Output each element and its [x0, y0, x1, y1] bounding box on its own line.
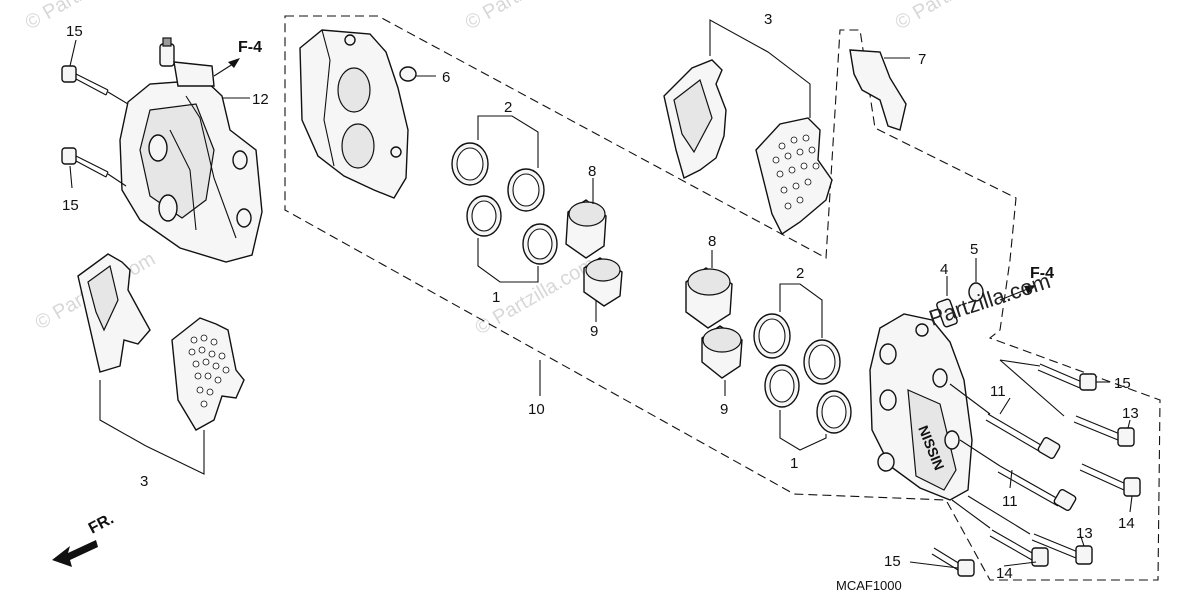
right-bolt-13-lower [1031, 533, 1093, 565]
piston-upper-large [565, 199, 607, 259]
callout-5: 5 [970, 241, 978, 258]
ref-arrow-right: F-4 [999, 265, 1054, 301]
pad-pin-lower [997, 465, 1077, 512]
callout-9: 9 [720, 401, 728, 418]
pad-pin-upper [985, 413, 1061, 460]
seal-upper-3 [466, 195, 502, 237]
callout-15: 15 [62, 197, 79, 214]
callout-labels: 15 15 12 3 3 6 2 1 8 9 10 7 8 9 2 1 4 5 … [62, 11, 1139, 582]
ref-arrow-left: F-4 [213, 39, 262, 77]
left-brake-pad-rear [77, 253, 151, 373]
piston-lower-small [701, 325, 743, 379]
callout-13: 13 [1122, 405, 1139, 422]
callout-11: 11 [1002, 493, 1018, 510]
callout-2: 2 [504, 99, 512, 116]
callout-14: 14 [1118, 515, 1135, 532]
upper-brake-pad-rear [663, 59, 727, 180]
pad-spring [849, 49, 910, 131]
svg-text:© Partzilla.com: © Partzilla.com [462, 0, 590, 34]
callout-15: 15 [66, 23, 83, 40]
left-bolt-lower [61, 147, 109, 178]
callout-10: 10 [528, 401, 545, 418]
callout-2: 2 [796, 265, 804, 282]
seal-lower-4 [816, 390, 852, 434]
left-brake-pad-front [171, 317, 245, 431]
caliper-kit-outline [284, 15, 1161, 581]
nut-6 [399, 66, 436, 82]
callout-13: 13 [1076, 525, 1093, 542]
seal-lower-3 [764, 364, 800, 408]
callout-8: 8 [708, 233, 716, 250]
seal-upper-2 [507, 168, 545, 212]
callout-14: 14 [996, 565, 1013, 582]
callout-15: 15 [884, 553, 901, 570]
right-bolt-14-upper [1079, 463, 1141, 497]
piston-upper-small [583, 257, 623, 307]
left-caliper [119, 37, 263, 263]
diagram-code: MCAF1000 [836, 578, 902, 593]
ref-label-left: F-4 [238, 39, 262, 56]
piston-lower-large [685, 267, 733, 329]
callout-15: 15 [1114, 375, 1131, 392]
callout-1: 1 [790, 455, 798, 472]
front-direction-label: FR. [86, 510, 117, 537]
seal-upper-1 [451, 142, 489, 186]
svg-text:© Partzilla.com: © Partzilla.com [892, 0, 1020, 34]
callout-6: 6 [442, 69, 450, 86]
right-bolt-13-upper [1073, 415, 1135, 447]
right-caliper: NISSIN [869, 313, 973, 501]
callout-7: 7 [918, 51, 926, 68]
callout-8: 8 [588, 163, 596, 180]
seal-lower-2 [803, 339, 841, 385]
callout-12: 12 [252, 91, 269, 108]
bleeder-valve [936, 282, 984, 328]
upper-brake-pad-front [755, 117, 833, 236]
right-bolt-15-lower [931, 547, 975, 577]
callout-11: 11 [990, 383, 1006, 400]
seal-upper-4 [522, 223, 558, 265]
callout-3: 3 [764, 11, 772, 28]
callout-1: 1 [492, 289, 500, 306]
front-direction-arrow: FR. [52, 510, 117, 567]
svg-text:© Partzilla.com: © Partzilla.com [472, 253, 600, 339]
callout-3: 3 [140, 473, 148, 490]
callout-4: 4 [940, 261, 948, 278]
left-bolt-upper [61, 65, 109, 96]
svg-text:© Partzilla.com: © Partzilla.com [22, 0, 150, 34]
seal-lower-1 [753, 313, 791, 359]
right-bolt-14-lower [989, 529, 1049, 567]
callout-9: 9 [590, 323, 598, 340]
caliper-body-half [299, 29, 409, 199]
ref-label-right: F-4 [1030, 265, 1054, 282]
right-bolt-15-upper [1037, 363, 1097, 391]
